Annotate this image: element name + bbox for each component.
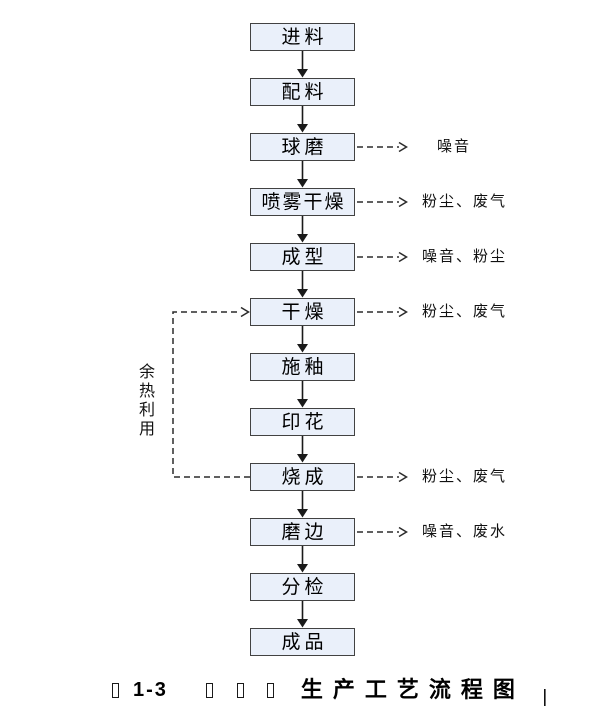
flow-connector-arrow [297, 546, 308, 573]
missing-glyph-box [112, 682, 119, 698]
emission-label: 噪音 [437, 139, 472, 155]
emission-arrow [357, 196, 408, 208]
flow-step-box-batching: 配料 [250, 78, 355, 106]
missing-glyph-box [266, 682, 274, 698]
flow-step-label: 分检 [281, 576, 328, 598]
flow-step-box-forming: 成型 [250, 243, 355, 271]
flow-step-box-drying: 干燥 [250, 298, 355, 326]
emission-arrow [357, 141, 408, 153]
flow-step-box-glazing: 施釉 [250, 353, 355, 381]
emission-arrow [357, 251, 408, 263]
missing-glyph-box [236, 682, 244, 698]
emission-arrow [357, 526, 408, 538]
flow-connector-arrow [297, 381, 308, 408]
flow-step-box-firing: 烧成 [250, 463, 355, 491]
emission-label: 噪音、废水 [422, 524, 508, 540]
heat-recovery-label: 余热利用 [136, 363, 153, 439]
emission-arrow [357, 471, 408, 483]
flow-step-box-printing: 印花 [250, 408, 355, 436]
flow-connector-arrow [297, 601, 308, 628]
flow-step-label: 球磨 [281, 136, 328, 158]
flow-connector-arrow [297, 161, 308, 188]
flow-step-label: 喷雾干燥 [261, 191, 346, 213]
flow-step-label: 配料 [281, 81, 328, 103]
flow-connector-arrow [297, 216, 308, 243]
flow-connector-arrow [297, 436, 308, 463]
flow-step-box-ball-milling: 球磨 [250, 133, 355, 161]
flow-step-box-finished-product: 成品 [250, 628, 355, 656]
flow-step-box-spray-drying: 喷雾干燥 [250, 188, 355, 216]
figure-number: 1-3 [133, 679, 168, 701]
flow-step-label: 成品 [281, 631, 328, 653]
flow-step-label: 印花 [281, 411, 328, 433]
flow-step-box-edge-grinding: 磨边 [250, 518, 355, 546]
flow-connector-arrow [297, 491, 308, 518]
flow-connector-arrow [297, 106, 308, 133]
flow-step-box-feed: 进料 [250, 23, 355, 51]
emission-label: 噪音、粉尘 [422, 249, 508, 265]
caption-title: 生产工艺流程图 [300, 677, 525, 702]
emission-label: 粉尘、废气 [422, 304, 508, 320]
flow-step-box-sorting: 分检 [250, 573, 355, 601]
flow-step-label: 烧成 [281, 466, 328, 488]
text-cursor [544, 689, 546, 706]
flow-step-label: 进料 [281, 26, 328, 48]
heat-recovery-loop-line [172, 306, 250, 478]
emission-label: 粉尘、废气 [422, 194, 508, 210]
flow-step-label: 成型 [281, 246, 328, 268]
emission-label: 粉尘、废气 [422, 469, 508, 485]
missing-glyph-box [205, 682, 213, 698]
figure-caption: 1-3 生产工艺流程图 [112, 676, 525, 704]
flow-connector-arrow [297, 271, 308, 298]
emission-arrow [357, 306, 408, 318]
flow-step-label: 磨边 [281, 521, 328, 543]
flow-step-label: 干燥 [281, 301, 328, 323]
flow-step-label: 施釉 [281, 356, 328, 378]
flow-connector-arrow [297, 51, 308, 78]
flow-connector-arrow [297, 326, 308, 353]
